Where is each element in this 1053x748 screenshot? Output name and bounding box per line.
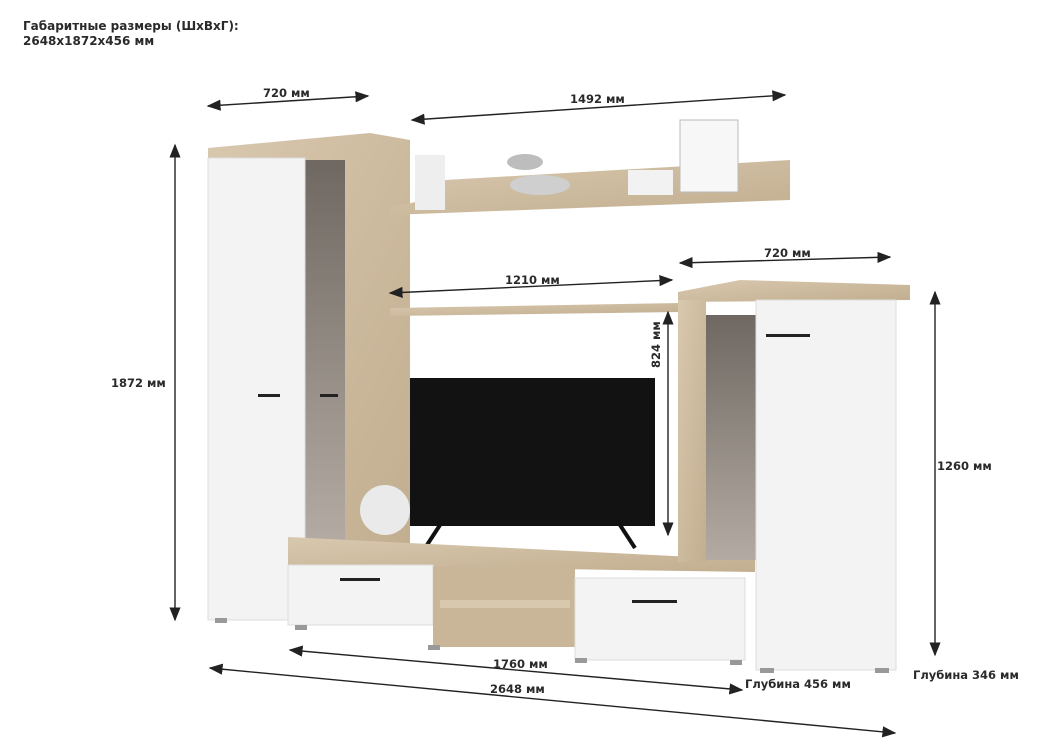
top-wall-shelf [390,119,790,215]
door-handle [258,394,280,397]
label-left-cabinet-width: 720 мм [263,86,310,100]
tv [410,378,655,550]
right-cabinet [678,280,910,673]
label-middle-shelf-width: 1210 мм [505,273,560,287]
label-tv-stand-width: 1760 мм [493,657,548,671]
label-total-width: 2648 мм [490,682,545,696]
label-right-cabinet-width: 720 мм [764,246,811,260]
label-tv-niche-height: 824 мм [649,321,663,368]
label-right-cabinet-depth: Глубина 346 мм [913,668,1019,682]
label-total-height: 1872 мм [111,376,166,390]
picture-frame [679,119,739,193]
overall-dimensions-caption: Габаритные размеры (ШхВхГ): 2648x1872x45… [23,19,239,49]
caption-title: Габаритные размеры (ШхВхГ): [23,19,239,33]
caption-value: 2648x1872x456 мм [23,34,155,48]
label-right-cabinet-height: 1260 мм [937,459,992,473]
label-tv-stand-depth: Глубина 456 мм [745,677,851,691]
tv-stand [287,485,755,665]
dimension-lines [169,90,941,738]
label-top-shelf-width: 1492 мм [570,92,625,106]
middle-shelf [390,303,680,316]
